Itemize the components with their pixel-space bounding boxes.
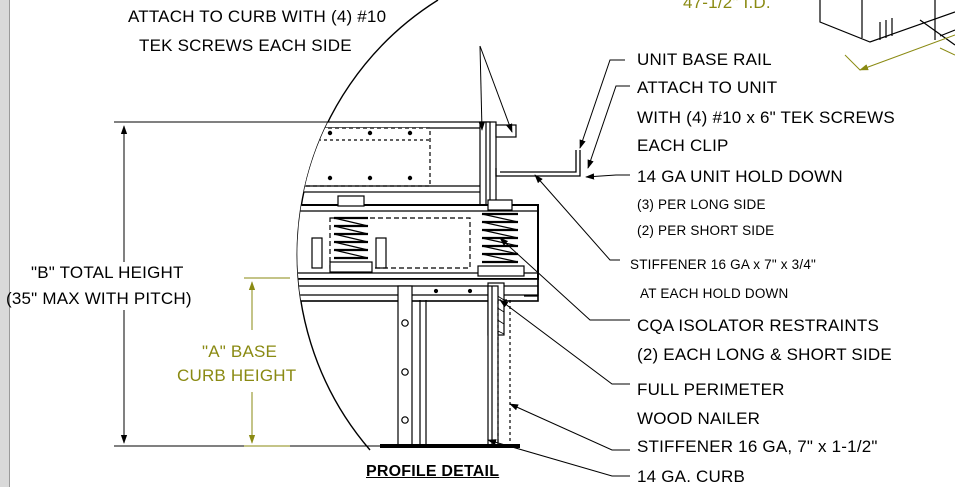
callout-attach-to-unit-1: ATTACH TO UNIT [637,78,778,97]
callout-hold-down-long: (3) PER LONG SIDE [637,197,766,212]
callout-stiffener-holddown-1: STIFFENER 16 GA x 7" x 3/4" [630,257,817,272]
top-dimension-label: 47-1/2" I.D. [683,0,771,12]
callout-stiffener-curb: STIFFENER 16 GA, 7" x 1-1/2" [637,437,878,456]
unit-iso-sketch [819,0,955,46]
callout-isolator-1: CQA ISOLATOR RESTRAINTS [637,316,880,335]
callout-nailer-2: WOOD NAILER [637,409,761,428]
callout-leaders [478,45,630,477]
callout-attach-to-unit-2: WITH (4) #10 x 6" TEK SCREWS [637,108,895,127]
callout-curb: 14 GA. CURB [637,467,746,486]
callout-isolator-2: (2) EACH LONG & SHORT SIDE [637,345,892,364]
base-height-label-2: CURB HEIGHT [177,366,297,385]
detail-title: PROFILE DETAIL [366,463,500,480]
callout-nailer-1: FULL PERIMETER [637,380,785,399]
callout-stiffener-holddown-2: AT EACH HOLD DOWN [640,286,789,301]
curb-attach-note-line1: ATTACH TO CURB WITH (4) #10 [128,7,387,26]
iso-dimension-line [844,34,955,71]
callout-hold-down-short: (2) PER SHORT SIDE [637,223,775,238]
base-height-label-1: "A" BASE [202,342,278,361]
total-height-label-1: "B" TOTAL HEIGHT [31,263,184,282]
sheet-frame-edge [0,0,10,487]
callout-unit-base-rail: UNIT BASE RAIL [637,50,772,69]
callout-attach-to-unit-3: EACH CLIP [637,136,729,155]
detail-contents [297,121,539,448]
base-height-dimension [244,277,290,447]
callout-hold-down: 14 GA UNIT HOLD DOWN [637,167,843,186]
total-height-label-2: (35" MAX WITH PITCH) [6,289,192,308]
left-spring [311,195,387,273]
curb-attach-note-line2: TEK SCREWS EACH SIDE [139,36,352,55]
